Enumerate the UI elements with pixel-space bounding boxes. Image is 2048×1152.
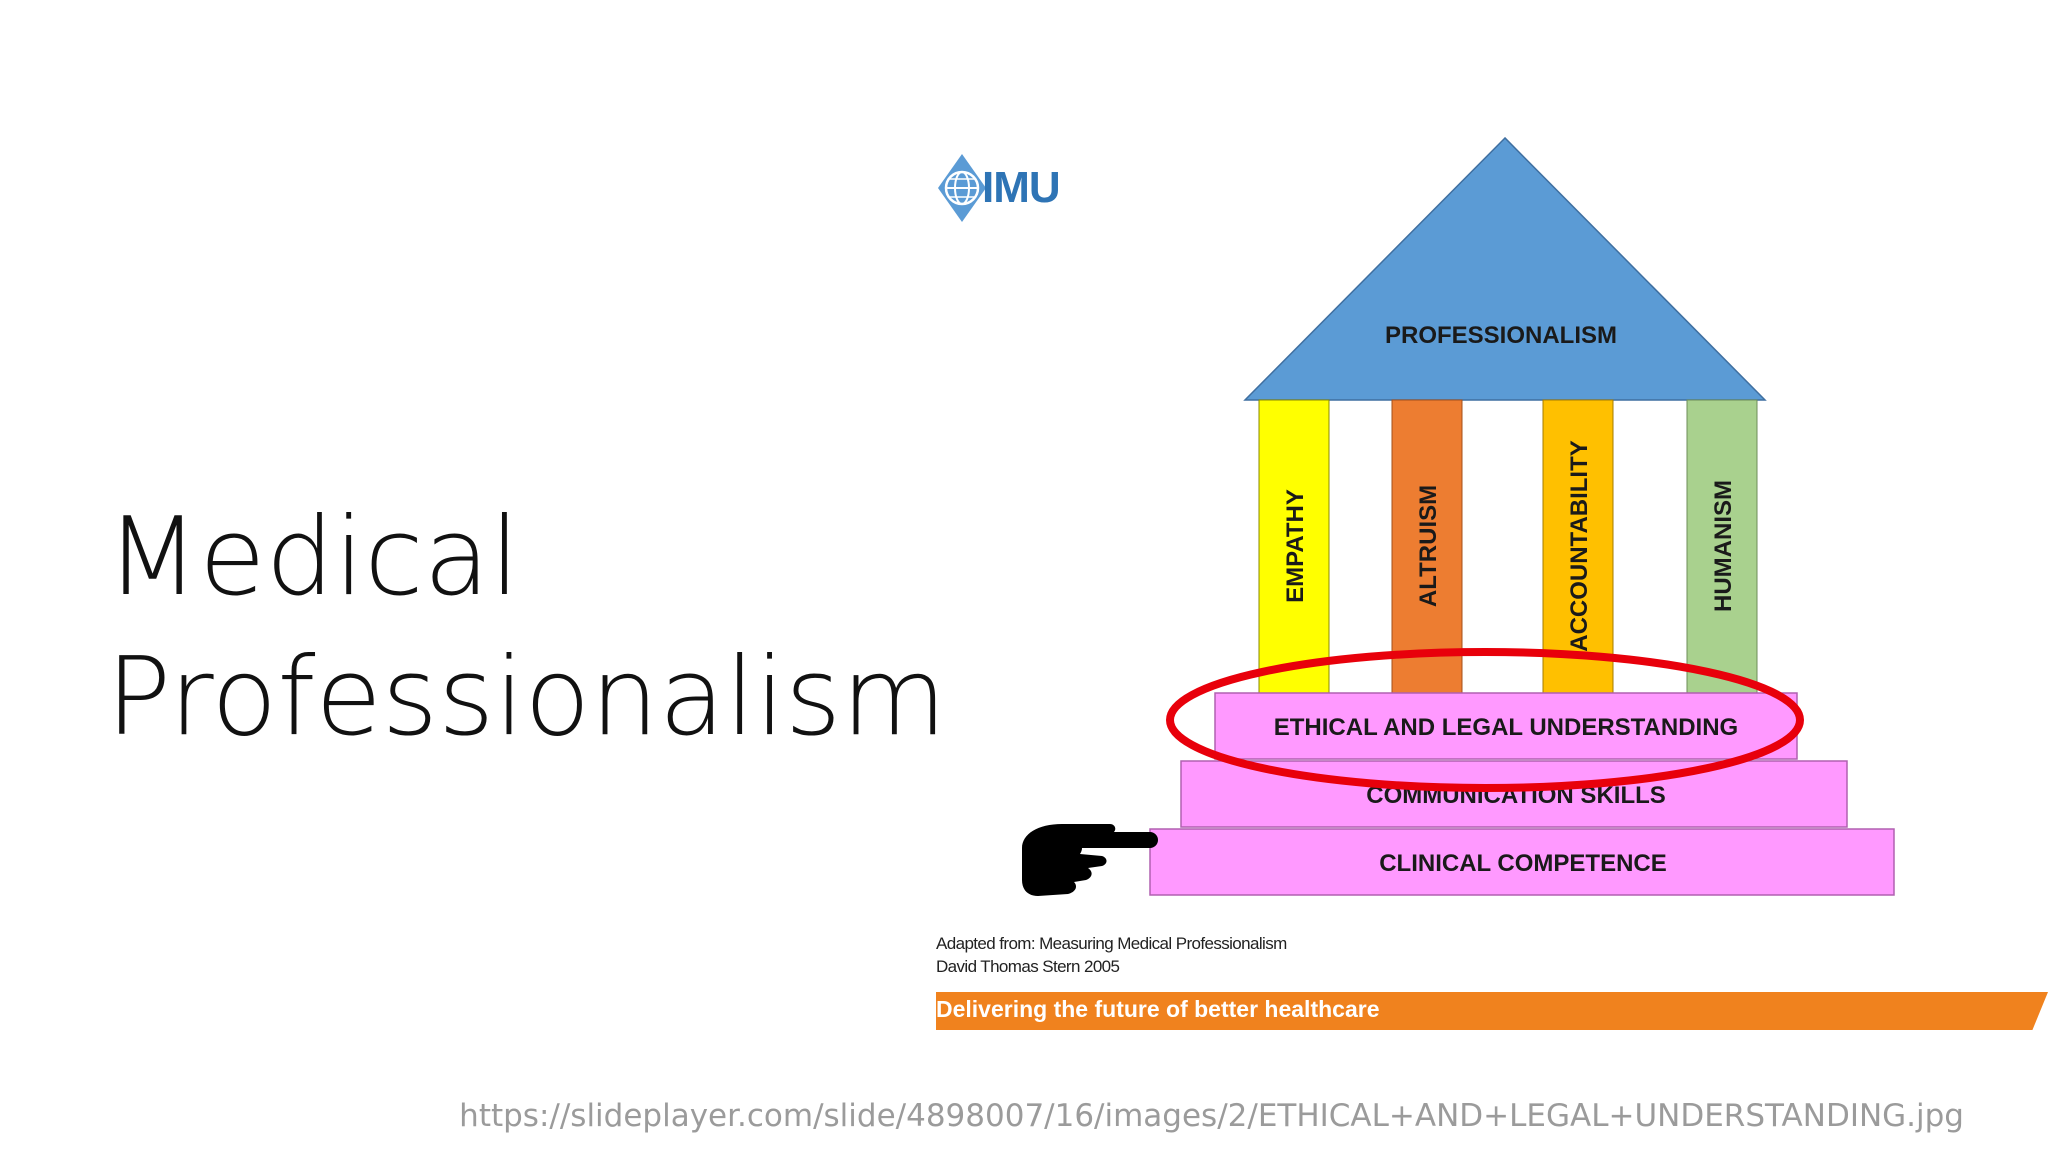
pillar-humanism bbox=[1686, 399, 1758, 694]
step-ethical-legal bbox=[1214, 692, 1798, 760]
pillar-label-accountability: ACCOUNTABILITY bbox=[1566, 440, 1593, 652]
pillar-empathy bbox=[1258, 399, 1330, 694]
pointing-hand-icon bbox=[1022, 824, 1158, 896]
slide-title-line1: Medical bbox=[106, 495, 520, 620]
pillar-accountability bbox=[1542, 399, 1614, 694]
credit-note: Adapted from: Measuring Medical Professi… bbox=[936, 932, 1287, 978]
credit-line2: David Thomas Stern 2005 bbox=[936, 957, 1120, 976]
pillars-diagram: PROFESSIONALISM EMPATHY ALTRUISM ACCOUNT… bbox=[1022, 136, 1895, 896]
globe-icon bbox=[938, 154, 986, 222]
logo-text: IMU bbox=[982, 163, 1061, 212]
imu-logo: IMU bbox=[936, 152, 1061, 224]
step-label-clinical: CLINICAL COMPETENCE bbox=[1379, 850, 1667, 877]
credit-line1: Adapted from: Measuring Medical Professi… bbox=[936, 934, 1287, 953]
slide-title-line2: Professionalism bbox=[106, 635, 947, 760]
embedded-slide-picture: IMU PROFESSIONALISM EMPATHY ALTRUISM ACC… bbox=[936, 130, 2048, 1038]
pillar-altruism bbox=[1391, 399, 1463, 694]
pillar-label-humanism: HUMANISM bbox=[1710, 480, 1737, 612]
tagline-bar: Delivering the future of better healthca… bbox=[936, 992, 2048, 1030]
roof-triangle bbox=[1243, 136, 1767, 401]
source-url: https://slideplayer.com/slide/4898007/16… bbox=[459, 1098, 1964, 1134]
slide-title: Medical Professionalism bbox=[106, 488, 947, 768]
pillar-label-empathy: EMPATHY bbox=[1282, 489, 1309, 603]
step-clinical bbox=[1149, 828, 1895, 896]
pillar-label-altruism: ALTRUISM bbox=[1415, 485, 1442, 607]
step-label-ethical-legal: ETHICAL AND LEGAL UNDERSTANDING bbox=[1274, 714, 1738, 741]
tagline-text: Delivering the future of better healthca… bbox=[936, 996, 1380, 1022]
roof-label: PROFESSIONALISM bbox=[1385, 322, 1617, 349]
highlight-ellipse bbox=[1166, 648, 1804, 792]
